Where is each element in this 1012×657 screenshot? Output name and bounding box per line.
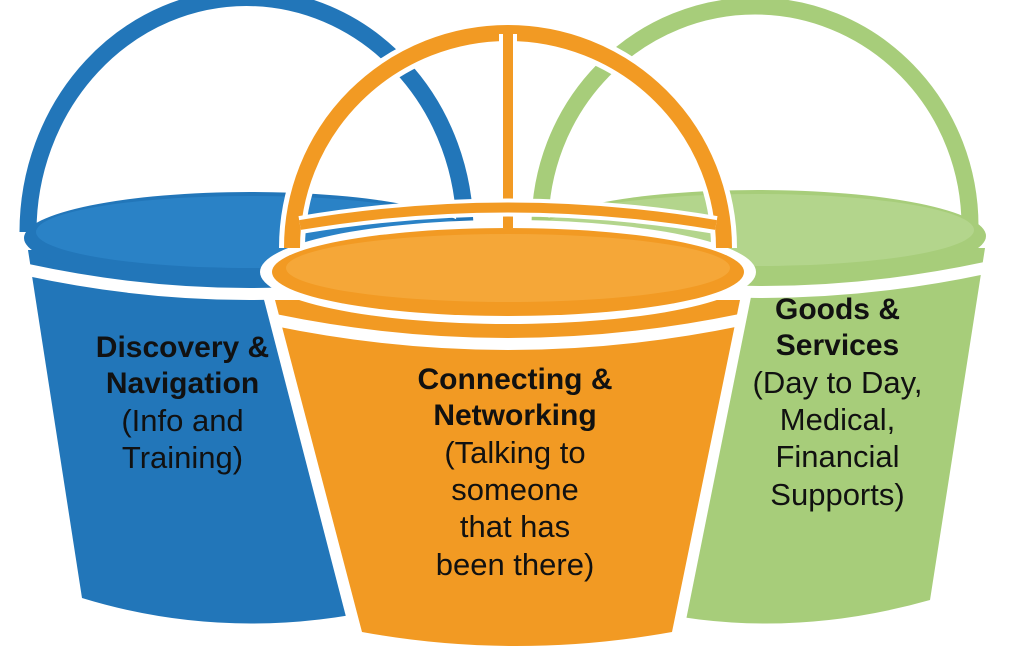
- connecting-networking-label: Connecting & Networking (Talking to some…: [370, 362, 660, 583]
- green-desc-line2: Medical,: [779, 402, 896, 438]
- orange-desc-line3: that has: [459, 509, 571, 545]
- green-desc-line1: (Day to Day,: [752, 365, 923, 400]
- orange-desc-line2: someone: [451, 472, 579, 508]
- orange-title-line1: Connecting &: [417, 363, 613, 396]
- orange-bucket-rim-inner: [286, 234, 730, 302]
- green-desc-line3: Financial: [775, 439, 900, 475]
- goods-services-label: Goods & Services (Day to Day, Medical, F…: [705, 292, 970, 513]
- green-title-line1: Goods &: [775, 293, 900, 326]
- orange-title-line2: Networking: [433, 399, 597, 432]
- green-bucket-handle: [531, 0, 979, 227]
- green-title-line2: Services: [775, 329, 900, 362]
- orange-desc-line1: (Talking to: [444, 435, 586, 470]
- green-desc-line4: Supports): [770, 476, 905, 512]
- blue-title-line2: Navigation: [105, 367, 260, 400]
- orange-bucket-band: [273, 314, 742, 350]
- blue-desc-line2: Training): [121, 440, 244, 476]
- orange-desc-line4: been there): [435, 546, 595, 582]
- blue-bucket-handle: [19, 0, 474, 233]
- blue-title-line1: Discovery &: [95, 331, 270, 364]
- discovery-navigation-label: Discovery & Navigation (Info and Trainin…: [60, 330, 305, 476]
- orange-bucket-body: [275, 300, 740, 646]
- orange-bucket: [260, 20, 756, 654]
- blue-desc-line1: (Info and: [121, 403, 244, 438]
- orange-bucket-handle: [284, 25, 732, 249]
